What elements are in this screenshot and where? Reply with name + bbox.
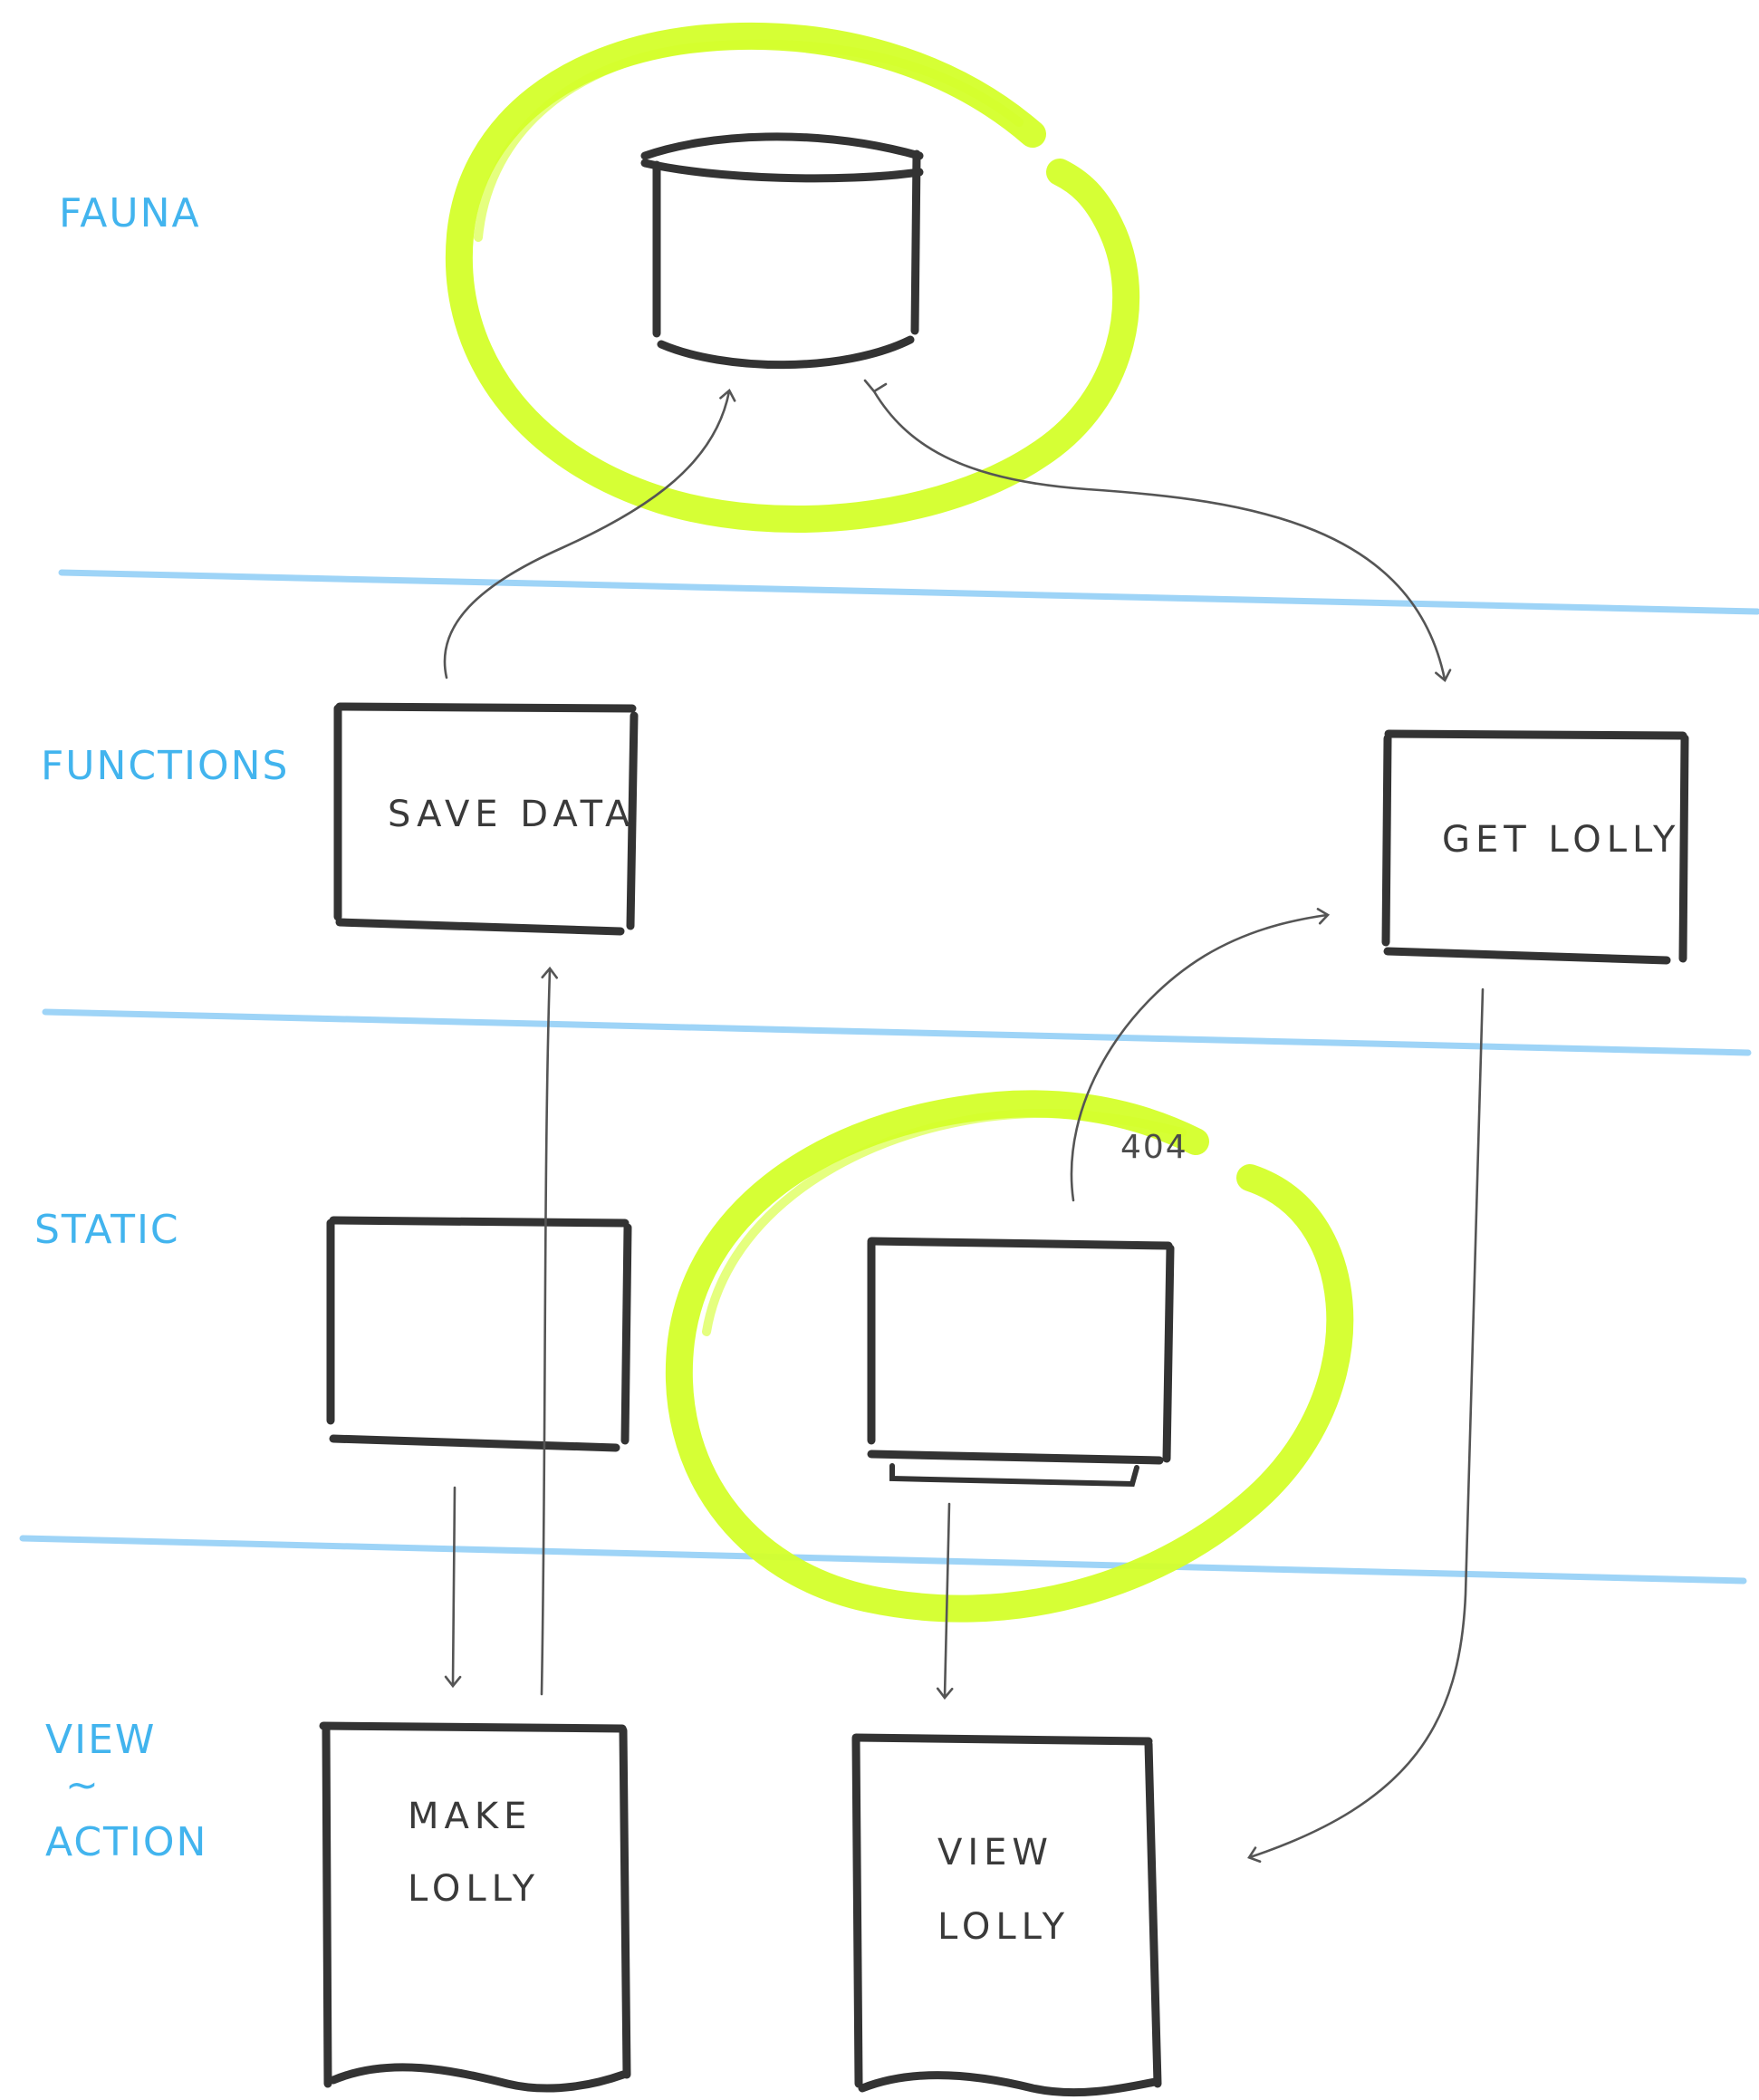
lane-label-functions: FUNCTIONS	[41, 743, 289, 789]
arrow-save-data-to-database	[443, 388, 736, 679]
divider-functions-static	[42, 1008, 1752, 1056]
database-highlight-circle	[445, 22, 1140, 533]
view-lolly-label-line1: VIEW	[937, 1832, 1053, 1874]
arrow-make-lolly-to-save-data	[540, 966, 559, 1696]
get-lolly-box: GET LOLLY	[1381, 729, 1689, 965]
view-lolly-label-line2: LOLLY	[937, 1906, 1070, 1948]
not-found-annotation: 404	[1120, 1129, 1188, 1166]
arrow-static-view-to-view-lolly	[936, 1502, 954, 1700]
database-cylinder-icon	[640, 132, 924, 370]
divider-fauna-functions	[58, 569, 1759, 615]
lane-label-tilde: ~	[65, 1762, 101, 1808]
arrow-static-view-to-get-lolly	[1070, 908, 1331, 1202]
lane-label-static: STATIC	[34, 1207, 180, 1253]
arrow-static-to-make-lolly	[444, 1486, 462, 1689]
save-data-label: SAVE DATA	[388, 794, 635, 835]
lane-label-fauna: FAUNA	[59, 190, 201, 236]
static-view-page-box	[867, 1237, 1175, 1488]
static-page-highlight-circle	[665, 1090, 1354, 1623]
get-lolly-label: GET LOLLY	[1442, 819, 1680, 861]
make-lolly-label-line1: MAKE	[408, 1796, 532, 1837]
view-lolly-page-box: VIEW LOLLY	[851, 1733, 1162, 2097]
arrow-database-get-lolly	[872, 390, 1452, 683]
make-lolly-label-line2: LOLLY	[408, 1868, 540, 1910]
save-data-box: SAVE DATA	[333, 702, 639, 936]
divider-static-view	[19, 1535, 1747, 1585]
arrow-database-tail	[863, 379, 888, 393]
lane-label-view: VIEW	[45, 1717, 156, 1763]
lane-label-action: ACTION	[45, 1819, 207, 1865]
static-make-page-box	[326, 1216, 632, 1452]
make-lolly-page-box: MAKE LOLLY	[319, 1721, 631, 2093]
arrow-get-lolly-to-view-lolly	[1247, 987, 1485, 1864]
